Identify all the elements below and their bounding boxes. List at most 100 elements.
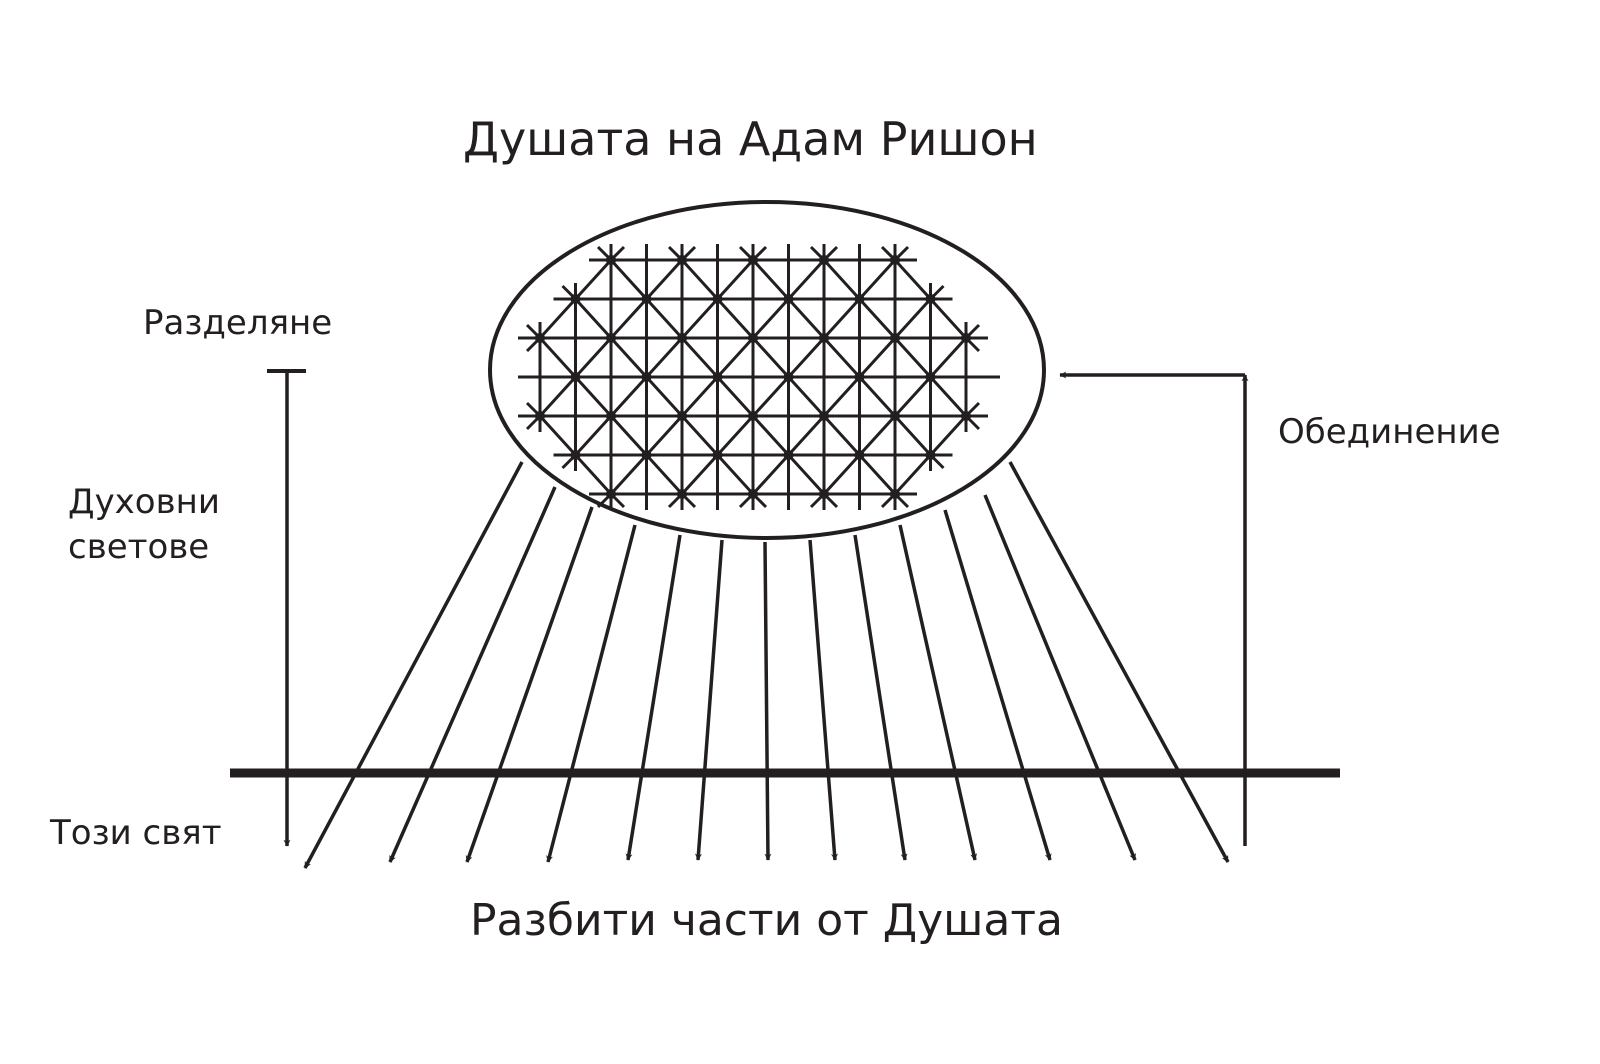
lattice-diagonal — [645, 297, 684, 340]
lattice-node — [641, 372, 652, 382]
lattice-node — [535, 333, 545, 343]
lattice-node — [925, 294, 936, 304]
lattice-diagonal — [609, 453, 648, 496]
unification-arrow — [1059, 371, 1249, 846]
this-world-label: Този свят — [50, 813, 222, 853]
lattice-node — [712, 294, 723, 304]
fragment-arrow — [983, 494, 1137, 861]
lattice-node — [925, 372, 936, 382]
lattice-diagonal — [680, 258, 719, 301]
lattice-diagonal — [751, 336, 790, 379]
lattice-diagonal — [751, 258, 790, 301]
lattice-diagonal — [609, 297, 648, 340]
lattice-diagonal — [680, 336, 719, 379]
lattice-diagonal — [538, 375, 577, 418]
lattice-diagonal — [787, 375, 826, 418]
lattice-diagonal — [893, 336, 932, 379]
lattice-diagonal — [716, 453, 755, 496]
lattice-node — [961, 333, 971, 343]
lattice-diagonal — [893, 453, 932, 496]
lattice-diagonal — [858, 375, 897, 418]
lattice-diagonal — [858, 258, 897, 301]
lattice-diagonal — [574, 297, 613, 340]
lattice-diagonal — [822, 453, 861, 496]
lattice-diagonal — [680, 453, 719, 496]
lattice-diagonal — [680, 297, 719, 340]
diagram-title: Душата на Адам Ришон — [463, 112, 1038, 166]
separation-label: Разделяне — [143, 303, 333, 343]
lattice-diagonal — [716, 375, 755, 418]
fragment-arrow — [1008, 461, 1230, 863]
lattice-node — [570, 450, 581, 460]
lattice-diagonal — [929, 336, 968, 379]
unification-label: Обединение — [1278, 412, 1501, 452]
lattice-node — [819, 255, 829, 265]
broken-parts-label: Разбити части от Душата — [470, 895, 1063, 946]
lattice-node — [606, 489, 616, 499]
lattice-diagonal — [574, 336, 613, 379]
lattice-node — [677, 489, 687, 499]
lattice-diagonal — [574, 258, 613, 301]
lattice-node — [535, 411, 545, 421]
lattice-node — [606, 411, 616, 421]
lattice-diagonal — [538, 297, 577, 340]
lattice-diagonal — [822, 414, 861, 457]
lattice-diagonal — [787, 453, 826, 496]
fragment-arrow — [853, 534, 908, 861]
lattice-node — [854, 372, 865, 382]
lattice-node — [570, 294, 581, 304]
fragment-arrow — [763, 541, 772, 861]
lattice-diagonal — [538, 414, 577, 457]
lattice-diagonal — [822, 375, 861, 418]
lattice-diagonal — [645, 453, 684, 496]
fragment-arrow — [898, 524, 978, 861]
lattice-node — [606, 333, 616, 343]
lattice-diagonal — [716, 258, 755, 301]
lattice-diagonal — [929, 375, 968, 418]
lattice-diagonal — [893, 258, 932, 301]
lattice-node — [783, 372, 794, 382]
lattice-diagonal — [787, 258, 826, 301]
soul-ellipse — [488, 200, 1046, 540]
lattice-node — [677, 411, 687, 421]
lattice-diagonal — [680, 375, 719, 418]
lattice-diagonal — [609, 258, 648, 301]
lattice-diagonal — [929, 297, 968, 340]
lattice-diagonal — [858, 414, 897, 457]
lattice-node — [748, 489, 758, 499]
lattice-node — [819, 411, 829, 421]
lattice-diagonal — [893, 297, 932, 340]
fragment-arrow — [694, 539, 724, 861]
lattice-diagonal — [751, 453, 790, 496]
lattice-diagonal — [609, 336, 648, 379]
lattice-diagonal — [751, 414, 790, 457]
lattice-node — [570, 372, 581, 382]
lattice-diagonal — [645, 258, 684, 301]
lattice-diagonal — [822, 336, 861, 379]
lattice-diagonal — [929, 414, 968, 457]
lattice-node — [748, 333, 758, 343]
lattice-node — [890, 411, 900, 421]
lattice-diagonal — [716, 414, 755, 457]
lattice-diagonal — [893, 414, 932, 457]
lattice-node — [819, 489, 829, 499]
lattice-node — [712, 372, 723, 382]
lattice-diagonal — [574, 453, 613, 496]
lattice-diagonal — [858, 453, 897, 496]
lattice-node — [925, 450, 936, 460]
fragment-arrow — [943, 509, 1052, 861]
lattice-diagonal — [787, 336, 826, 379]
fragment-arrow — [388, 486, 557, 863]
spiritual-worlds-line1: Духовни — [68, 482, 220, 522]
lattice-diagonal — [609, 375, 648, 418]
separation-arrow — [267, 369, 306, 847]
lattice-node — [854, 294, 865, 304]
lattice-node — [606, 255, 616, 265]
lattice-diagonal — [751, 297, 790, 340]
lattice-diagonal — [787, 297, 826, 340]
lattice-diagonal — [787, 414, 826, 457]
lattice-diagonal — [645, 336, 684, 379]
lattice-diagonal — [858, 297, 897, 340]
lattice-node — [890, 255, 900, 265]
fragment-arrow — [465, 506, 594, 863]
